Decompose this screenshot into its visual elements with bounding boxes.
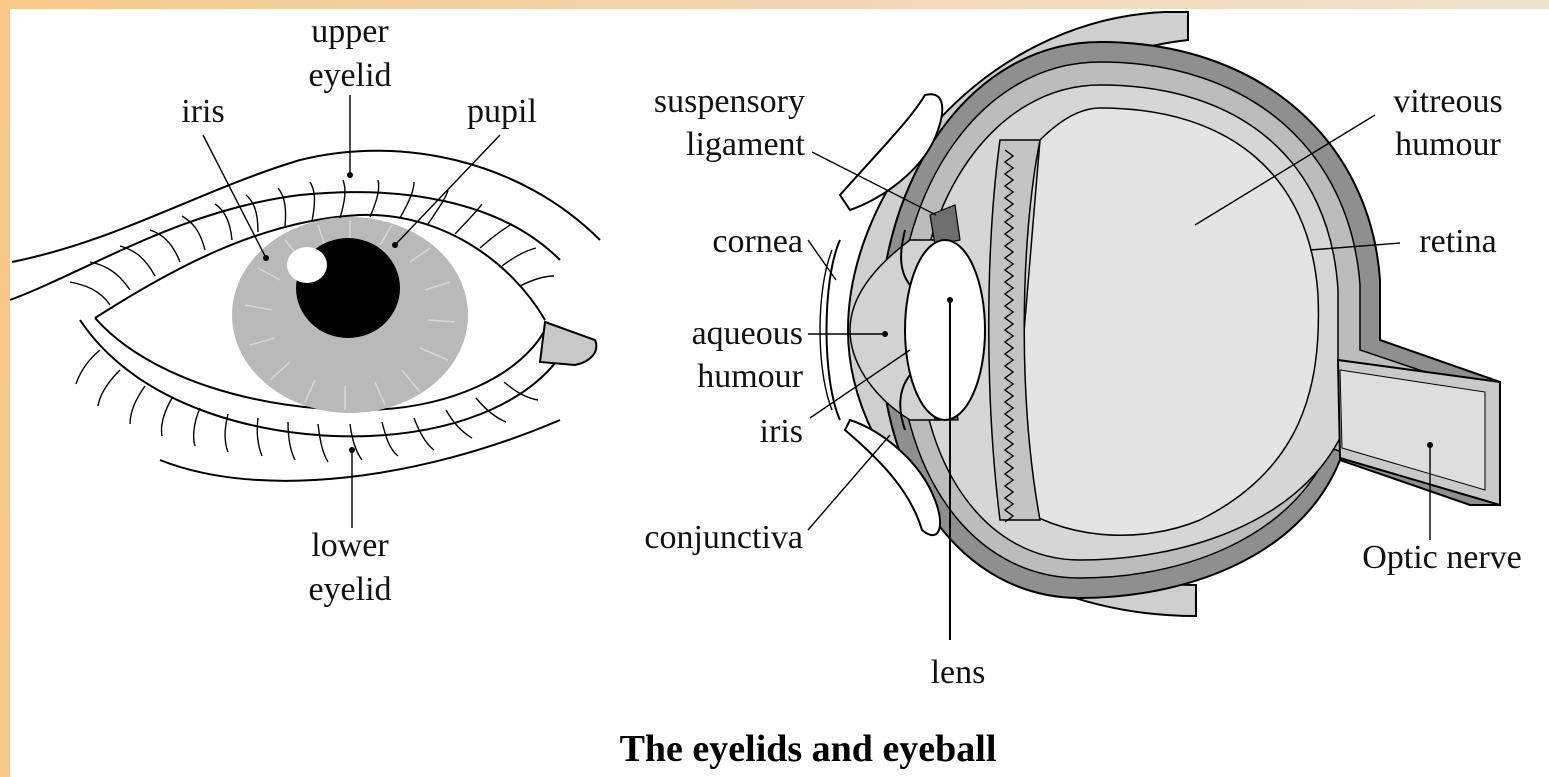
cornea-leader xyxy=(808,240,836,280)
caruncle xyxy=(540,322,596,365)
label-retina: retina xyxy=(1419,223,1496,260)
aqueous-leader-dot xyxy=(882,331,888,337)
iris-leader-left-dot xyxy=(263,255,269,261)
label-suspensory-line1: suspensory xyxy=(654,83,805,120)
lens-leader-dot xyxy=(947,297,953,303)
label-lens: lens xyxy=(931,654,986,691)
pupil-highlight xyxy=(287,247,327,283)
lower-eyelid-leader-dot xyxy=(349,447,355,453)
optic-nerve-leader-dot xyxy=(1427,442,1433,448)
label-vitreous-line1: vitreous xyxy=(1393,83,1503,120)
iris-leader-left xyxy=(203,135,266,258)
label-pupil: pupil xyxy=(467,93,537,130)
label-cornea: cornea xyxy=(712,223,803,260)
label-aqueous-line2: humour xyxy=(697,358,803,395)
label-aqueous-line1: aqueous xyxy=(692,315,803,352)
label-conjunctiva: conjunctiva xyxy=(644,519,803,556)
diagram-caption: The eyelids and eyeball xyxy=(620,728,997,770)
label-iris-section: iris xyxy=(760,413,803,450)
label-upper-eyelid-line2: eyelid xyxy=(308,57,391,94)
external-eye-drawing xyxy=(10,95,600,528)
cornea-curve xyxy=(827,240,841,420)
label-iris-external: iris xyxy=(181,93,224,130)
lens-shape xyxy=(905,240,985,420)
lower-lid-crease xyxy=(160,420,560,481)
label-upper-eyelid-line1: upper xyxy=(311,13,389,50)
label-lower-eyelid-line1: lower xyxy=(311,527,389,564)
pupil-leader-dot xyxy=(392,242,398,248)
label-optic-nerve: Optic nerve xyxy=(1362,539,1522,576)
conjunctiva-leader xyxy=(808,435,890,530)
label-lower-eyelid-line2: eyelid xyxy=(308,571,391,608)
label-vitreous-line2: humour xyxy=(1395,126,1501,163)
label-suspensory-line2: ligament xyxy=(686,126,806,163)
upper-eyelid-leader-dot xyxy=(347,172,353,178)
